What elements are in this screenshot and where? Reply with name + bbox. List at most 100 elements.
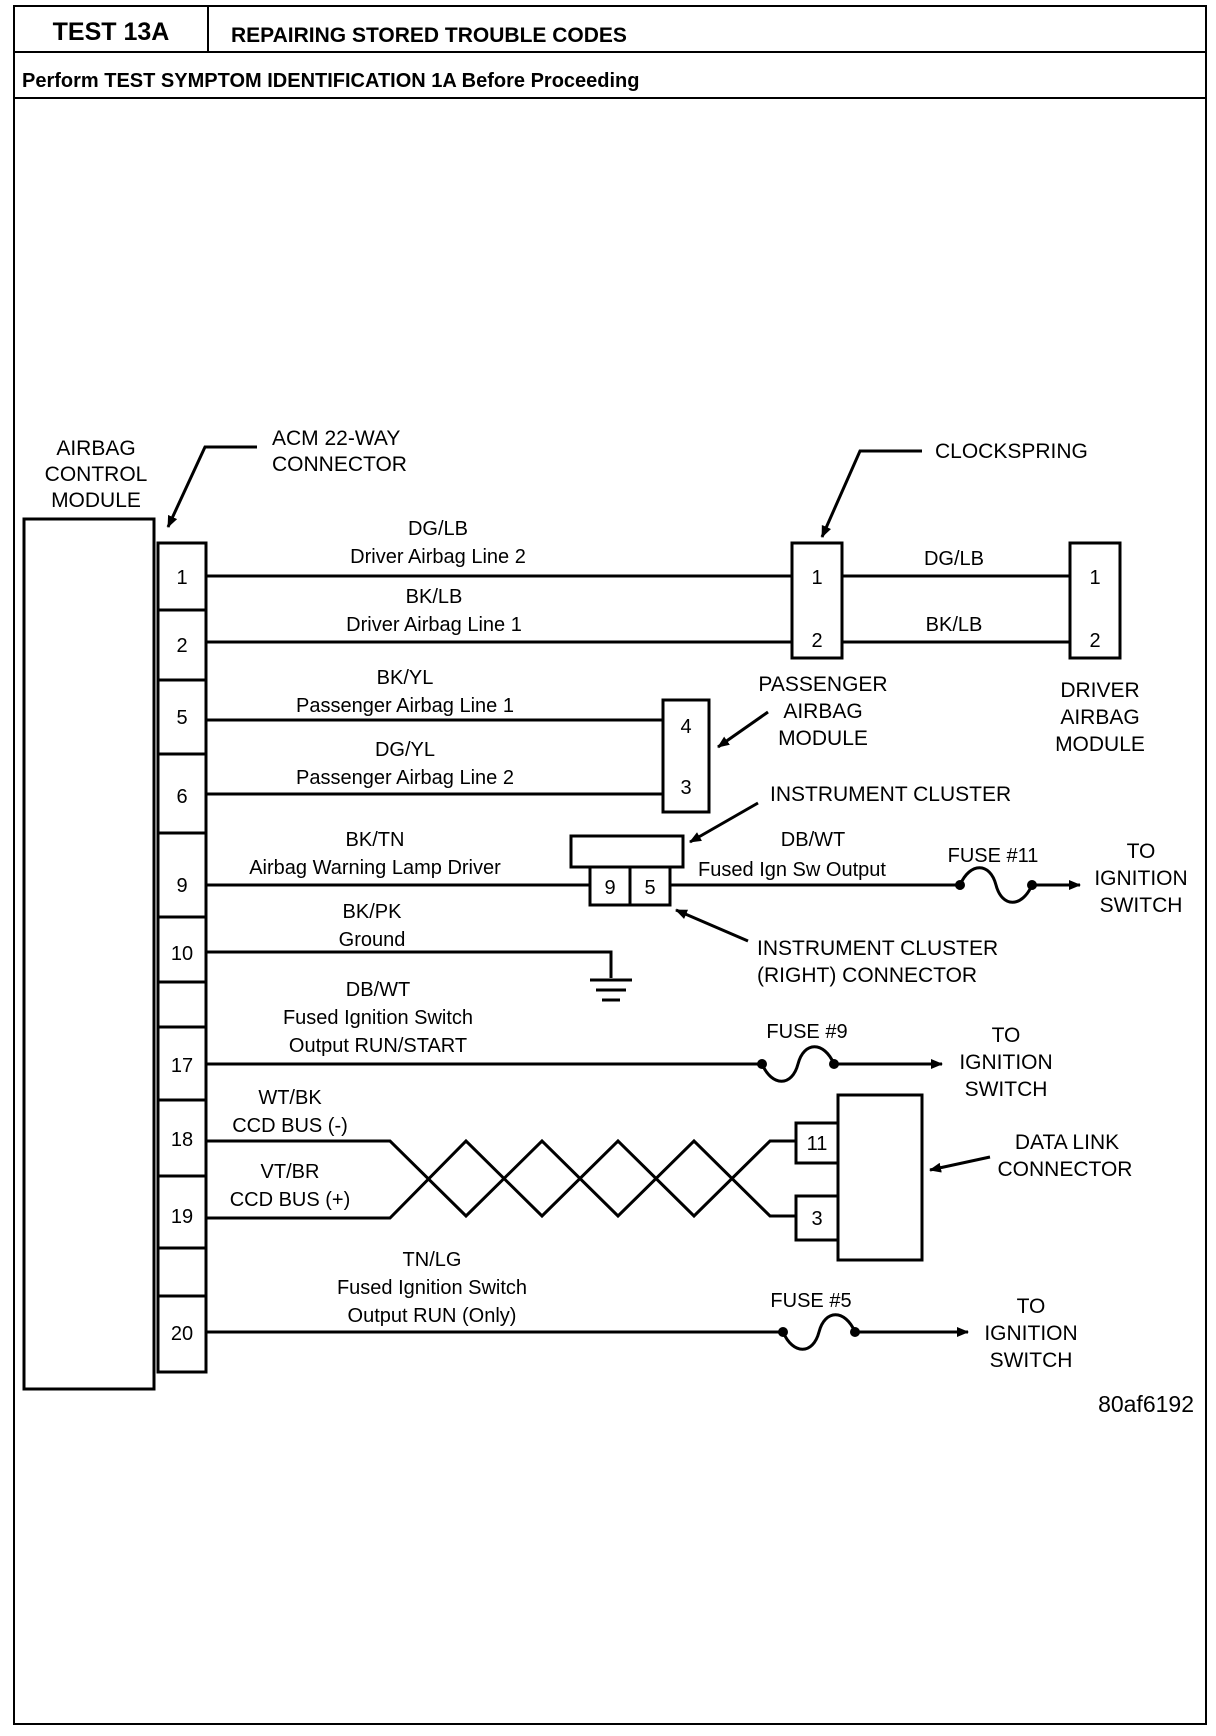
fuse5-element [781,1313,857,1351]
instrument-cluster-label: INSTRUMENT CLUSTER [770,783,1011,806]
fuse9-dest-line-2: IGNITION [959,1051,1052,1074]
driver-module-label-line-3: MODULE [1055,733,1145,756]
passenger-airbag-module-connector [661,698,711,814]
passenger-module-label-line-3: MODULE [778,727,868,750]
driver-module-pin-2: 2 [1089,630,1100,652]
ground-icon [590,978,632,1002]
acm-pin-number: 20 [171,1323,193,1345]
acm-pin-number: 9 [176,875,187,897]
acm-pin-number: 6 [176,786,187,808]
driver-airbag-module-connector [1068,541,1122,660]
pin17-wire-desc-line-1: Fused Ignition Switch [283,1007,473,1029]
page-border [13,5,1207,1725]
cluster-connector-pointer [675,908,749,943]
prereq-note: Perform TEST SYMPTOM IDENTIFICATION 1A B… [22,70,640,92]
clockspring-pointer [820,449,922,538]
dlc-pin-3: 3 [811,1208,822,1230]
fuse9-element [760,1045,836,1083]
ccd-bus-plus-wire [206,1138,796,1220]
fuse5-label: FUSE #5 [770,1290,851,1312]
fuse11-dest-line-1: TO [1127,840,1156,863]
dlc-pin-11-cell [794,1121,840,1165]
test-title: REPAIRING STORED TROUBLE CODES [231,24,627,47]
pin20-wire-color: TN/LG [403,1249,462,1271]
pin10-wire-desc: Ground [339,929,406,951]
driver-module-pin-1: 1 [1089,567,1100,589]
acm-connector-label-line-1: ACM 22-WAY [272,427,400,450]
dlc-pin-11: 11 [807,1133,828,1155]
instrument-cluster-pointer [689,801,759,844]
acm-pin-number: 18 [171,1129,193,1151]
acm-pin-cell [156,1294,208,1374]
pin10-wire [206,950,613,978]
driver-module-label-line-1: DRIVER [1060,679,1139,702]
pin18-wire-desc: CCD BUS (-) [232,1115,348,1137]
pin20-wire-desc-line-1: Fused Ignition Switch [337,1277,527,1299]
pin10-wire-color: BK/PK [343,901,403,923]
pin6-wire-desc: Passenger Airbag Line 2 [296,767,514,789]
fuse5-dest-line-1: TO [1017,1295,1046,1318]
acm-pin-cell [156,1174,208,1250]
data-link-connector [836,1093,924,1262]
pin5-wire-desc: Passenger Airbag Line 1 [296,695,514,717]
pin2-wire-desc: Driver Airbag Line 1 [346,614,522,636]
dlc-pointer [929,1155,991,1173]
fuse11-element [958,866,1034,904]
dlc-label-line-2: CONNECTOR [998,1158,1133,1181]
test-id: TEST 13A [53,18,170,46]
acm-pin-cell [156,1246,208,1298]
clockspring-out-1-color: DG/LB [924,548,984,570]
fuse5-dest-line-3: SWITCH [990,1349,1073,1372]
dlc-pin-3-cell [794,1194,840,1242]
acm-pin-cell [156,1025,208,1102]
clockspring-pin-1: 1 [811,567,822,589]
cluster-out-wire-color: DB/WT [781,829,845,851]
pin9-wire-color: BK/TN [346,829,405,851]
clockspring-label: CLOCKSPRING [935,440,1088,463]
cluster-connector-label-line-1: INSTRUMENT CLUSTER [757,937,998,960]
acm-pin-number: 1 [176,567,187,589]
pin18-wire-color: WT/BK [258,1087,322,1109]
passenger-module-pointer [717,710,769,749]
acm-pin-cell [156,678,208,756]
cluster-connector-pin-5-cell [628,865,672,907]
cluster-connector-label-line-2: (RIGHT) CONNECTOR [757,964,977,987]
instrument-cluster [569,834,685,869]
fuse5-dest-line-2: IGNITION [984,1322,1077,1345]
acm-pin-number: 19 [171,1206,193,1228]
driver-module-label-line-2: AIRBAG [1060,706,1139,729]
acm-connector-pointer [166,445,257,528]
fuse11-dest-line-3: SWITCH [1100,894,1183,917]
acm-pin-cell [156,831,208,919]
fuse11-label: FUSE #11 [948,845,1039,867]
pin9-wire-desc: Airbag Warning Lamp Driver [249,857,501,879]
passenger-module-pin-3: 3 [680,777,691,799]
pin5-wire-color: BK/YL [377,667,434,689]
cluster-pin-9: 9 [604,877,615,899]
acm-label-line-2: CONTROL [45,463,148,486]
passenger-module-label-line-2: AIRBAG [783,700,862,723]
acm-pin-number: 17 [171,1055,193,1077]
fuse11-dest-line-2: IGNITION [1094,867,1187,890]
pin2-wire-color: BK/LB [406,586,463,608]
clockspring-pin-2: 2 [811,630,822,652]
acm-label-line-3: MODULE [51,489,141,512]
acm-pin-cell [156,980,208,1029]
fuse9-dest-line-1: TO [992,1024,1021,1047]
acm-connector-label-line-2: CONNECTOR [272,453,407,476]
dlc-label-line-1: DATA LINK [1015,1131,1119,1154]
pin17-wire-color: DB/WT [346,979,410,1001]
clockspring-out-2-color: BK/LB [926,614,983,636]
passenger-module-label-line-1: PASSENGER [758,673,887,696]
pin20-wire-desc-line-2: Output RUN (Only) [348,1305,517,1327]
cluster-pin-5: 5 [644,877,655,899]
clockspring-connector [790,541,844,660]
figure-id: 80af6192 [1098,1391,1194,1417]
cluster-out-wire-desc: Fused Ign Sw Output [698,859,886,881]
pin1-wire-desc: Driver Airbag Line 2 [350,546,526,568]
acm-pin-number: 2 [176,635,187,657]
pin6-wire-color: DG/YL [375,739,435,761]
